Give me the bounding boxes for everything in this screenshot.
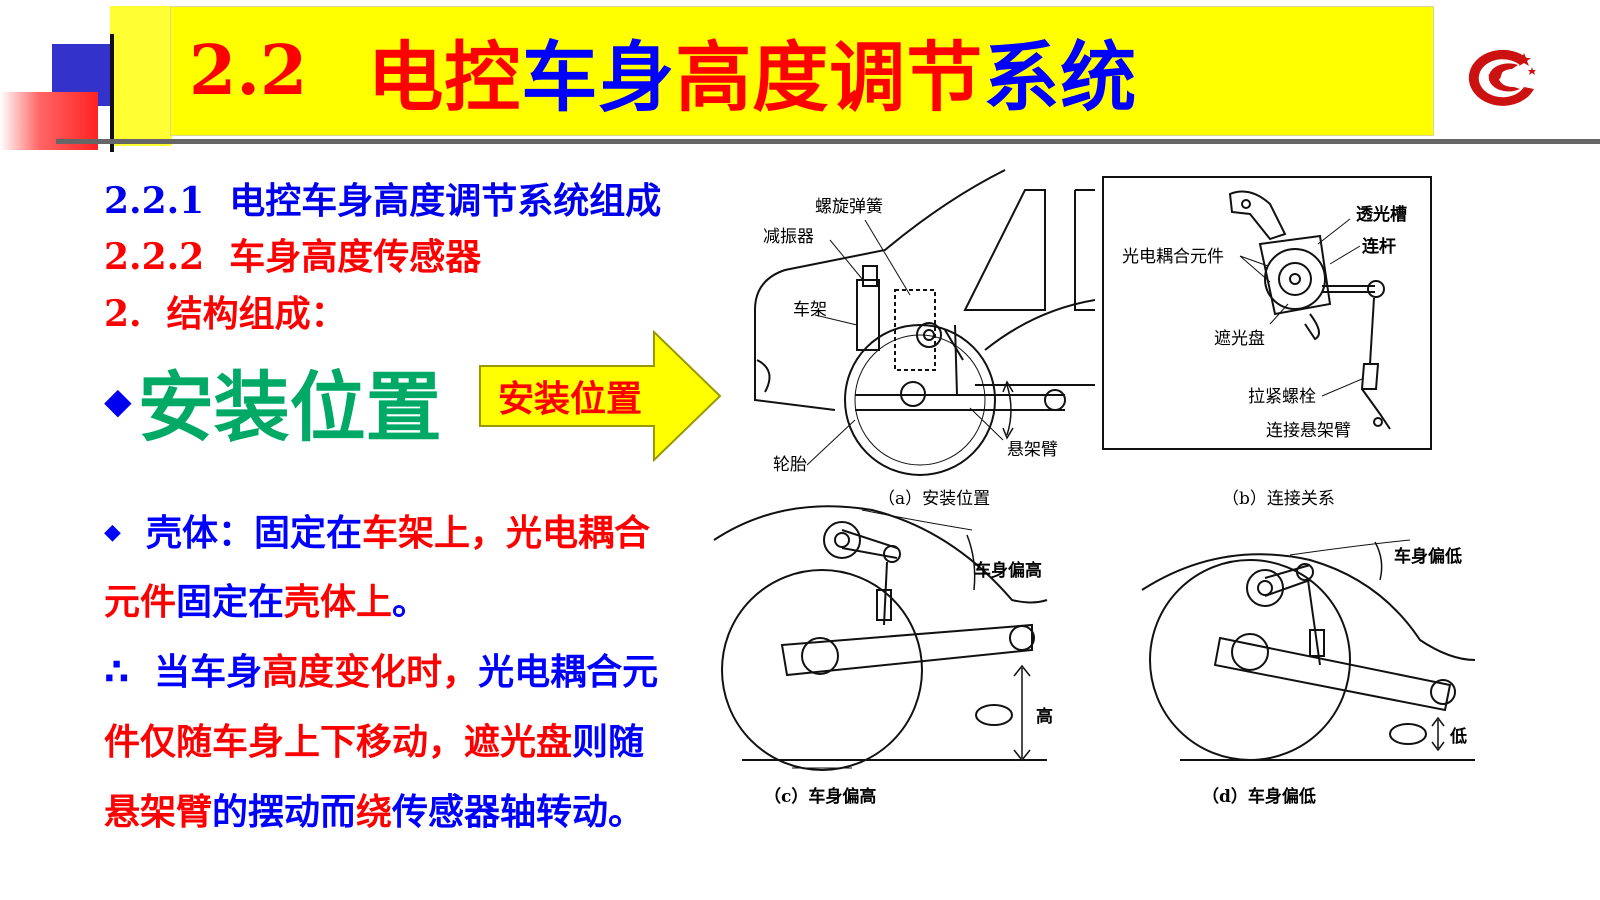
diamond-bullet-icon: ◆ bbox=[104, 380, 132, 422]
label-high: 高 bbox=[1036, 706, 1053, 727]
text-span: 当车身 bbox=[154, 652, 263, 693]
paragraph-line: 元件固定在壳体上。 bbox=[104, 568, 428, 638]
text-span: 的摆动而 bbox=[212, 792, 357, 833]
paragraph-line: 件仅随车身上下移动，遮光盘则随 bbox=[104, 708, 644, 778]
text-span: 遮光盘 bbox=[464, 722, 573, 763]
figure-d-body-low: 车身偏低 低 bbox=[1141, 539, 1476, 761]
label-angle-low: 车身偏低 bbox=[1394, 546, 1462, 567]
text-span: 件仅随车身上下移动， bbox=[104, 722, 465, 763]
install-position-label: 安装位置 bbox=[137, 363, 442, 452]
title-part: 电控 bbox=[367, 33, 522, 122]
text-span: 绕 bbox=[356, 792, 393, 833]
caption-a: （a）安装位置 bbox=[878, 489, 991, 509]
label-tire: 轮胎 bbox=[773, 455, 807, 475]
text-span: 元件 bbox=[104, 582, 177, 623]
label-shock: 减振器 bbox=[763, 227, 814, 247]
figure-a-installation: 螺旋弹簧 减振器 车架 轮胎 悬架臂 bbox=[754, 169, 1095, 476]
label-slot: 透光槽 bbox=[1356, 204, 1407, 225]
text-span: 。 bbox=[392, 582, 429, 623]
figure-b-connection: 透光槽 连杆 光电耦合元件 遮光盘 拉紧螺栓 连接悬架臂 bbox=[1102, 176, 1432, 450]
heading-text: 电控车身高度调节系统组成 bbox=[229, 181, 662, 222]
paragraph-line: ∴ 当车身高度变化时，光电耦合元 bbox=[104, 638, 658, 708]
title-banner: 2.2 电控车身高度调节系统 bbox=[170, 6, 1434, 136]
text-span: 壳体上 bbox=[284, 582, 393, 623]
title-number: 2.2 bbox=[189, 31, 308, 111]
title-part: 车身 bbox=[521, 33, 676, 122]
caption-d: （d）车身偏低 bbox=[1202, 787, 1316, 807]
diamond-bullet-icon: ◆ bbox=[104, 520, 121, 545]
label-angle-high: 车身偏高 bbox=[974, 560, 1042, 581]
heading-text: 车身高度传感器 bbox=[229, 237, 482, 278]
heading-structure: 2. 结构组成： bbox=[104, 285, 347, 337]
school-logo bbox=[1468, 49, 1536, 106]
heading-sensor: 2.2.2 车身高度传感器 bbox=[104, 228, 481, 280]
heading-number: 2.2.1 bbox=[104, 180, 205, 222]
page-title: 电控车身高度调节系统 bbox=[367, 16, 1137, 126]
text-span: 悬架臂 bbox=[104, 792, 213, 833]
label-bolt: 拉紧螺栓 bbox=[1248, 387, 1316, 407]
arrow-right-icon bbox=[479, 330, 722, 462]
header-deco-yellow bbox=[110, 6, 172, 146]
label-low: 低 bbox=[1449, 726, 1467, 747]
text-span: 高度变化时， bbox=[262, 652, 479, 693]
label-disc: 遮光盘 bbox=[1214, 329, 1265, 349]
title-part: 系统 bbox=[983, 33, 1138, 122]
text-span: 壳体：固定在 bbox=[146, 513, 363, 554]
header-deco-vline bbox=[110, 34, 114, 152]
paragraph-line: 悬架臂的摆动而绕传感器轴转动。 bbox=[104, 778, 644, 848]
label-arm-link: 连接悬架臂 bbox=[1266, 421, 1351, 441]
heading-number: 2.2.2 bbox=[104, 236, 205, 278]
text-span: 光电耦合 bbox=[506, 513, 651, 554]
label-frame: 车架 bbox=[793, 300, 827, 320]
paragraph-line: ◆ 壳体：固定在车架上，光电耦合 bbox=[104, 498, 650, 569]
text-span: 光电耦合元 bbox=[478, 652, 659, 693]
heading-composition: 2.2.1 电控车身高度调节系统组成 bbox=[104, 172, 661, 224]
install-position-heading: ◆ 安装位置 bbox=[104, 346, 442, 456]
label-arm: 悬架臂 bbox=[1007, 440, 1058, 460]
arrow-label: 安装位置 bbox=[498, 379, 643, 420]
text-span: 传感器轴转动。 bbox=[392, 792, 645, 833]
text-span: 车架上， bbox=[362, 513, 507, 554]
heading-number: 2. bbox=[104, 293, 142, 335]
heading-text: 结构组成： bbox=[166, 294, 347, 335]
caption-b: （b）连接关系 bbox=[1222, 489, 1335, 509]
caption-c: （c）车身偏高 bbox=[764, 787, 877, 807]
label-rod: 连杆 bbox=[1362, 236, 1396, 257]
label-spring: 螺旋弹簧 bbox=[815, 197, 883, 217]
text-span: 固定在 bbox=[176, 582, 285, 623]
therefore-icon: ∴ bbox=[104, 652, 130, 693]
text-span: 则随 bbox=[572, 722, 645, 763]
title-part: 高度调节 bbox=[675, 33, 984, 122]
figure-c-body-high: 车身偏高 高 bbox=[713, 505, 1053, 771]
header-divider bbox=[56, 139, 1600, 144]
label-coupler: 光电耦合元件 bbox=[1122, 247, 1224, 267]
